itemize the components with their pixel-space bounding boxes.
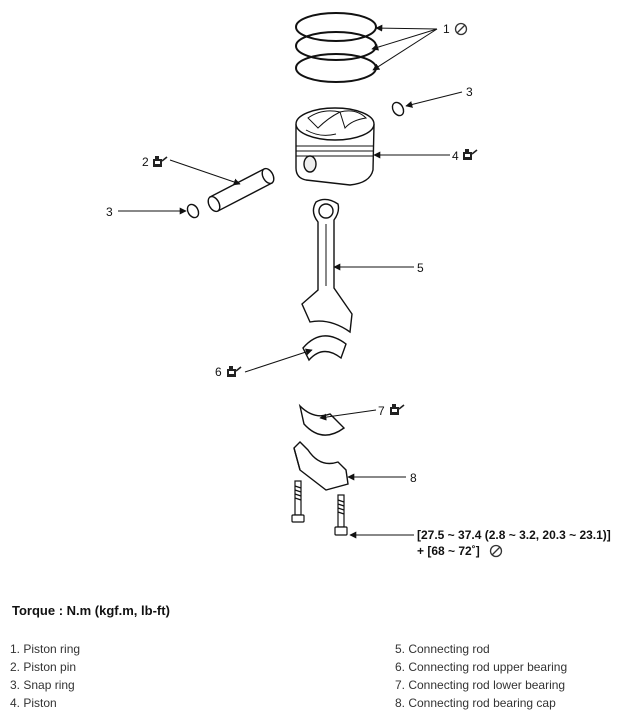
legend-item: 6. Connecting rod upper bearing bbox=[395, 660, 568, 674]
connecting-rod-bolt-right bbox=[334, 494, 348, 536]
legend-right: 5. Connecting rod 6. Connecting rod uppe… bbox=[395, 640, 567, 712]
legend-item: 5. Connecting rod bbox=[395, 642, 490, 656]
connecting-rod bbox=[301, 198, 353, 334]
callout-2-leader bbox=[169, 159, 241, 186]
oil-can-icon bbox=[389, 403, 405, 416]
legend-item: 3. Snap ring bbox=[10, 678, 75, 692]
piston-rings bbox=[295, 12, 377, 83]
legend-item: 4. Piston bbox=[10, 696, 57, 710]
piston-pin bbox=[207, 167, 275, 213]
callout-8: 8 bbox=[410, 471, 417, 485]
prohibited-circle-icon bbox=[489, 544, 503, 558]
torque-spec-line2: + [68 ~ 72˚] bbox=[417, 544, 480, 558]
connecting-rod-upper-bearing bbox=[302, 335, 347, 362]
callout-7-leader bbox=[319, 409, 377, 421]
callout-5: 5 bbox=[417, 261, 424, 275]
legend-left: 1. Piston ring 2. Piston pin 3. Snap rin… bbox=[10, 640, 80, 712]
oil-can-icon bbox=[226, 365, 242, 378]
callout-3-upper: 3 bbox=[466, 85, 473, 99]
piston bbox=[295, 107, 375, 186]
callout-6-leader bbox=[244, 348, 313, 373]
legend-item: 1. Piston ring bbox=[10, 642, 81, 656]
callout-6: 6 bbox=[215, 365, 222, 379]
legend-item: 2. Piston pin bbox=[10, 660, 77, 674]
torque-heading: Torque : N.m (kgf.m, lb-ft) bbox=[12, 603, 170, 618]
legend-item: 8. Connecting rod bearing cap bbox=[395, 696, 556, 710]
callout-1-leaders bbox=[371, 24, 438, 71]
callout-1: 1 bbox=[443, 22, 450, 36]
oil-can-icon bbox=[152, 155, 168, 168]
legend-item: 7. Connecting rod lower bearing bbox=[395, 678, 566, 692]
callout-3-upper-leader bbox=[405, 91, 463, 108]
oil-can-icon bbox=[462, 148, 478, 161]
callout-7: 7 bbox=[378, 404, 385, 418]
exploded-view-diagram: 1 3 4 2 3 5 6 bbox=[106, 12, 611, 558]
callout-4: 4 bbox=[452, 149, 459, 163]
prohibited-circle-icon bbox=[454, 22, 468, 36]
callout-3-lower: 3 bbox=[106, 205, 113, 219]
snap-ring-upper bbox=[391, 101, 405, 117]
torque-spec-line1: [27.5 ~ 37.4 (2.8 ~ 3.2, 20.3 ~ 23.1)] bbox=[417, 528, 611, 542]
callout-2: 2 bbox=[142, 155, 149, 169]
connecting-rod-bolt-left bbox=[291, 480, 305, 523]
connecting-rod-lower-bearing bbox=[298, 403, 346, 436]
snap-ring-lower bbox=[186, 203, 200, 219]
connecting-rod-bearing-cap bbox=[293, 441, 349, 491]
